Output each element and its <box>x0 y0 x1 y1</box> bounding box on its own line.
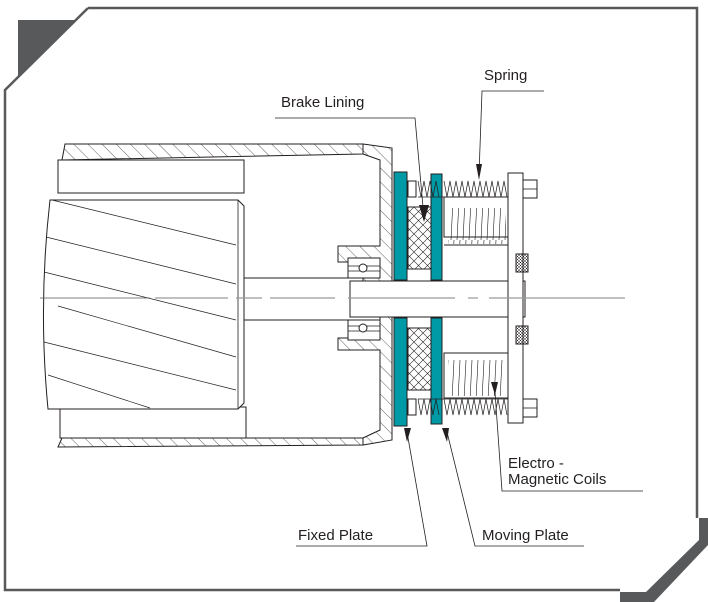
frame-border <box>88 6 699 518</box>
bearing-top <box>347 257 381 279</box>
frame-corner-bottom-right <box>620 518 708 602</box>
brake-lining-bottom <box>407 327 432 391</box>
label-fixed-plate: Fixed Plate <box>296 428 428 547</box>
coils-label-line2: Magnetic Coils <box>508 471 606 488</box>
bearing-bottom <box>347 319 381 341</box>
label-brake-lining: Brake Lining <box>275 94 429 222</box>
moving-plate-label: Moving Plate <box>482 527 569 544</box>
moving-plate-top <box>430 173 443 281</box>
label-electro-magnetic-coils: Electro - Magnetic Coils <box>491 382 643 492</box>
motor-housing <box>42 143 526 448</box>
knurled-nut-top <box>515 253 529 273</box>
page-frame <box>3 6 708 602</box>
knurled-nut-bottom <box>515 325 529 345</box>
brake-lining-top <box>407 206 432 270</box>
label-spring: Spring <box>476 67 544 180</box>
spring-bottom <box>417 398 509 416</box>
coils-label-line1: Electro - <box>508 455 564 472</box>
spring-label: Spring <box>484 67 527 84</box>
moving-plate-bottom <box>430 317 443 425</box>
frame-border-left <box>3 7 620 592</box>
fixed-plate-top <box>393 171 408 281</box>
label-moving-plate: Moving Plate <box>442 428 584 547</box>
brake-lining-label: Brake Lining <box>281 94 364 111</box>
fixed-plate-bottom <box>393 317 408 427</box>
fixed-plate-label: Fixed Plate <box>298 527 373 544</box>
